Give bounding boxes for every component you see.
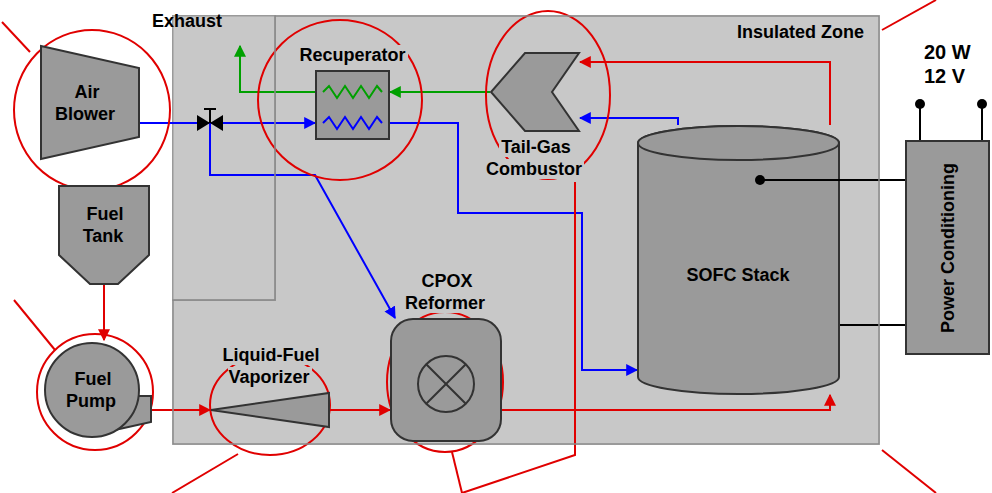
leader-line [882, 0, 936, 30]
node-shape [40, 45, 140, 160]
hot-coil [323, 86, 382, 98]
box-body [906, 141, 989, 354]
insulated-zone: Insulated ZoneRecuperatorTail-Gas Combus… [172, 15, 880, 445]
recuperator: Recuperator [315, 70, 390, 140]
component-name: Insulated Zone [735, 22, 866, 42]
node-shape [210, 392, 330, 428]
flow-line [502, 395, 830, 410]
component-name: Air Blower [55, 82, 117, 124]
exhaust-label: Exhaust [150, 10, 224, 32]
valve-symbol [210, 115, 223, 131]
voltage-rating: 12 V [922, 64, 967, 88]
combustor-body [491, 53, 579, 131]
terminal-dot [915, 99, 925, 109]
leader-line [452, 452, 462, 493]
flow-line [152, 409, 210, 411]
terminal-wire [919, 106, 921, 140]
valve-symbol [197, 115, 210, 131]
fuel-tank: Fuel Tank [58, 185, 150, 285]
enclosure-ground [172, 15, 880, 445]
highlight-ring [37, 334, 153, 450]
reformer-body [391, 319, 501, 441]
highlight-ring [258, 20, 422, 180]
component-name: Liquid-Fuel Vaporizer [221, 345, 320, 387]
component-name: SOFC Stack [684, 265, 791, 285]
valve-stem [209, 109, 211, 123]
flow-line [330, 409, 390, 411]
highlight-rings [2, 0, 936, 493]
sofc-stack: SOFC Stack [637, 125, 840, 395]
stack-top [638, 126, 839, 160]
vaporizer-body [211, 393, 329, 427]
node-shape [490, 52, 580, 132]
component-name: Tail-Gas Combustor [486, 137, 584, 179]
valve-stem [204, 108, 216, 110]
air-blower: Air Blower [40, 45, 140, 160]
component-name: Power Conditioning [938, 161, 958, 335]
tank-body [59, 186, 149, 284]
node-shape [390, 318, 502, 442]
power-conditioning: Power Conditioning [905, 140, 990, 355]
flow-line [580, 62, 830, 125]
stack-terminal [755, 175, 765, 185]
stack-wire [760, 179, 840, 181]
highlight-ring [486, 11, 610, 179]
tail-gas-combustor: Tail-Gas Combustor [490, 52, 580, 132]
flow-line [840, 179, 905, 181]
component-name: Fuel Pump [66, 369, 118, 411]
pump-body [45, 343, 139, 437]
blower-bay [173, 16, 276, 301]
flow-line [140, 123, 395, 318]
component-name: Recuperator [297, 45, 407, 65]
text-holder: Tail-Gas Combustor [470, 136, 600, 180]
reformer-symbol [418, 356, 474, 412]
leader-line [882, 450, 936, 493]
fuel-pump: Fuel Pump [40, 340, 152, 440]
highlight-ring [14, 30, 170, 190]
node-shape [40, 340, 152, 440]
leader-line [172, 454, 238, 493]
text-holder: CPOX Reformer [390, 270, 502, 314]
stack-body [638, 126, 839, 394]
reformer-symbol [426, 364, 466, 404]
zone-outline [173, 16, 879, 444]
highlight-ring [387, 312, 503, 452]
cold-coil [323, 117, 382, 129]
text-holder: Liquid-Fuel Vaporizer [195, 344, 345, 388]
flow-line [390, 91, 490, 93]
terminal-wire [981, 106, 983, 140]
recuperator-body [316, 71, 389, 139]
flow-line [840, 324, 905, 326]
component-name: Fuel Tank [83, 204, 126, 246]
flow-line [103, 285, 105, 340]
cpox-reformer: CPOX Reformer [390, 318, 502, 442]
text-holder: Fuel Tank [62, 203, 146, 247]
text-holder: Power Conditioning [937, 153, 959, 343]
node-shape [637, 125, 840, 395]
fuel-vaporizer: Liquid-Fuel Vaporizer [210, 392, 330, 428]
node-shape [315, 70, 390, 140]
reformer-symbol [426, 364, 466, 404]
text-holder: Insulated Zone [735, 21, 866, 43]
leader-line [14, 300, 55, 350]
blower-body [41, 46, 139, 159]
text-holder: Air Blower [44, 81, 128, 125]
power-rating: 20 W [922, 40, 973, 64]
component-name: CPOX Reformer [405, 271, 487, 313]
text-holder: SOFC Stack [678, 263, 798, 287]
text-holder: Recuperator [268, 44, 438, 66]
text-holder: Fuel Pump [49, 368, 135, 412]
leader-line [2, 22, 30, 52]
terminal-dot [977, 99, 987, 109]
flow-line [580, 118, 678, 125]
